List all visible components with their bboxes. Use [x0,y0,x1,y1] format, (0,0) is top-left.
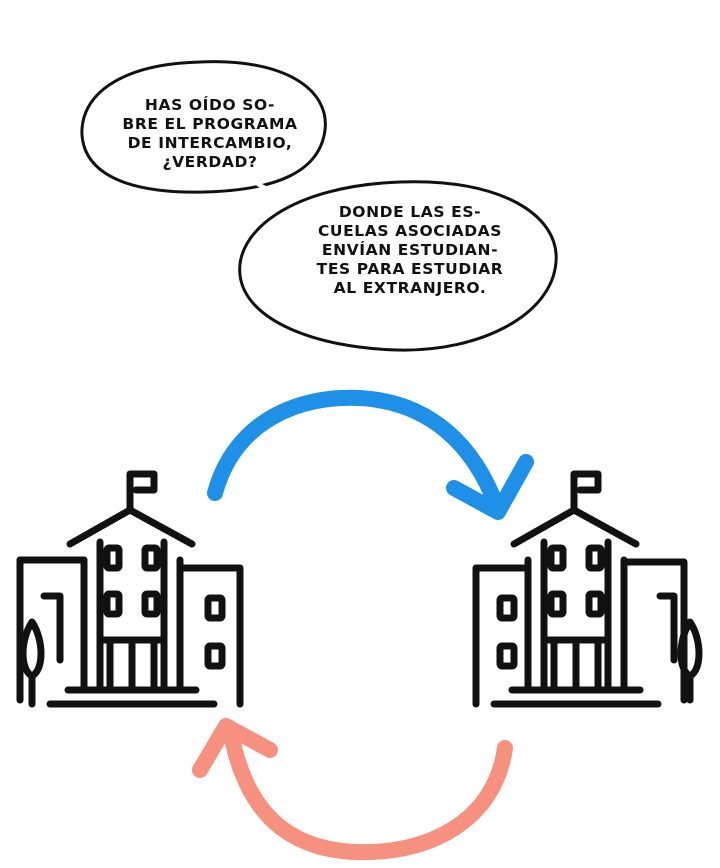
school-building-icon-right [472,474,703,708]
bubble-line: HAS OÍDO SO- [144,96,276,114]
curved-arrow-left-icon [192,718,513,861]
speech-bubble-2 [238,180,558,352]
speech-bubble-2-text: DONDE LAS ES- CUELAS ASOCIADAS ENVÍAN ES… [290,203,530,298]
school-building-icon-left [16,474,244,708]
bubble-line: BRE EL PROGRAMA [122,115,298,133]
bubble-line: ¿VERDAD? [162,153,258,171]
bubble-line: ENVÍAN ESTUDIAN- [321,241,499,259]
bubble-line: CUELAS ASOCIADAS [317,222,503,240]
curved-arrow-right-icon [207,389,534,520]
bubble-line: DE INTERCAMBIO, [127,134,293,152]
speech-bubble-1 [80,60,327,194]
bubble-line: DONDE LAS ES- [338,203,482,221]
speech-bubble-1-text: HAS OÍDO SO- BRE EL PROGRAMA DE INTERCAM… [110,96,310,172]
bubble-line: TES PARA ESTUDIAR [316,260,504,278]
bubble-line: AL EXTRANJERO. [333,279,487,297]
